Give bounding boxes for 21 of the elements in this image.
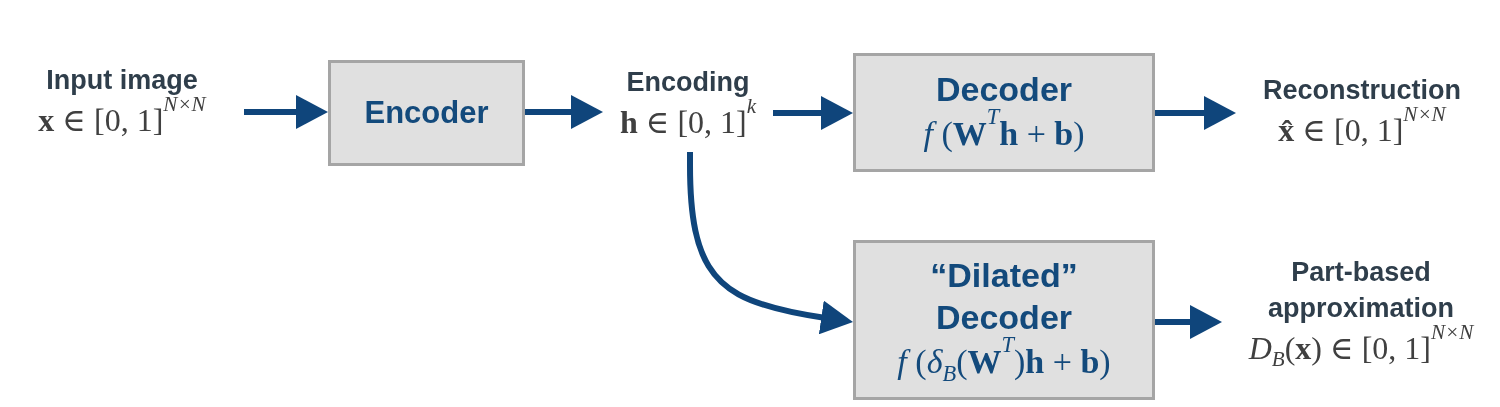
math-formula: x̂ ∈ [0, 1]$^{N×N}$ — [1278, 108, 1446, 150]
process-box — [328, 60, 525, 166]
node-label: Reconstruction — [1263, 74, 1461, 107]
arrow — [773, 96, 853, 130]
math-formula: h ∈ [0, 1]$^{k}$ — [619, 100, 757, 142]
math-formula: f (δ$_{B}$(W$^{T}$)h + b) — [897, 338, 1111, 386]
node-label: Input image — [46, 64, 198, 97]
node-label: Part-based approximation — [1267, 256, 1455, 325]
math-formula: D$_{B}$(x) ∈ [0, 1]$^{N×N}$ — [1248, 326, 1474, 370]
arrow — [1155, 305, 1222, 339]
node-label: Encoding — [626, 66, 750, 99]
process-box — [853, 53, 1155, 172]
math-formula: x ∈ [0, 1]$^{N×N}$ — [38, 98, 206, 140]
box-title: Decoder — [935, 68, 1073, 109]
arrow — [687, 152, 854, 335]
math-formula: f (W$^{T}$h + b) — [923, 109, 1085, 154]
arrow — [244, 95, 328, 129]
arrow — [1155, 96, 1236, 130]
process-box — [853, 240, 1155, 400]
box-title: Encoder — [364, 94, 489, 132]
arrow — [525, 95, 603, 129]
